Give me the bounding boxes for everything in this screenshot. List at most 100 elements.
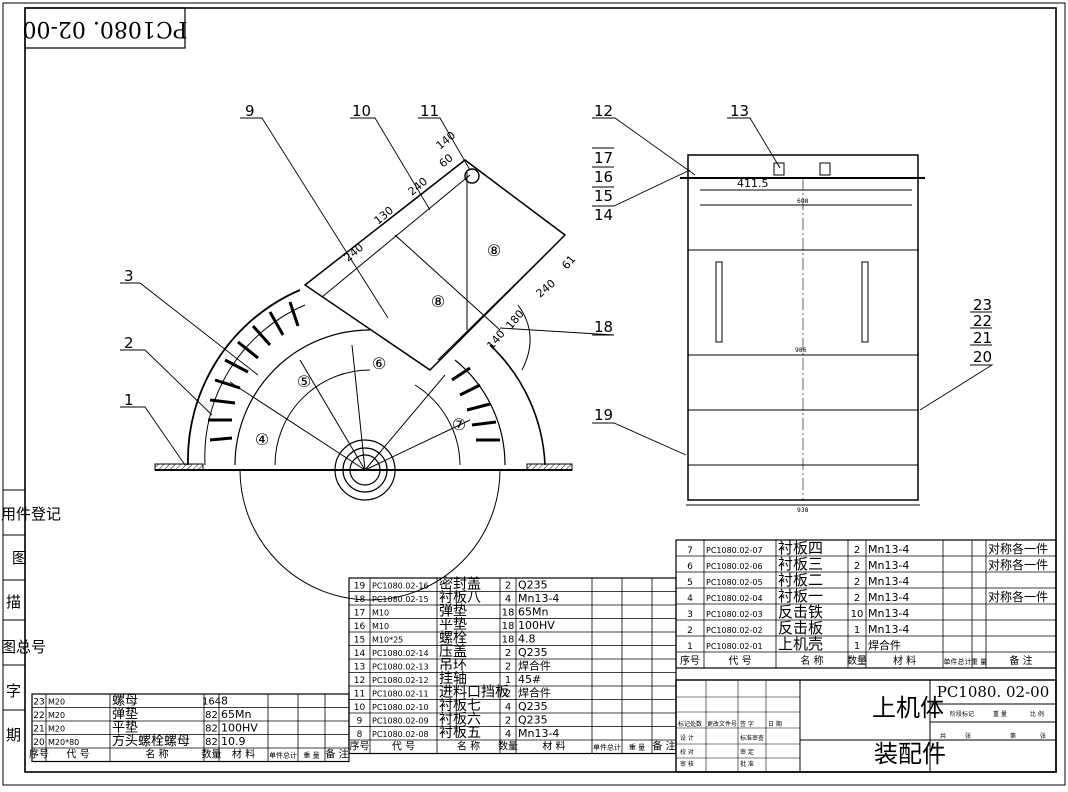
liner-arc	[234, 329, 371, 466]
bom-row-name: 螺母	[112, 694, 138, 709]
sign-sign: 签 字	[740, 720, 754, 728]
bom-row-code: M20	[48, 698, 65, 707]
bom-row-no: 18	[354, 595, 366, 605]
bom-header-cell: 重 量	[303, 752, 319, 760]
bom-row-name: 吊环	[439, 658, 467, 674]
side-label-4: 图总号	[1, 638, 46, 656]
bom-row-no: 10	[354, 703, 366, 713]
bom-row-code: PC1080.02-05	[706, 578, 763, 587]
bom-row-code: PC1080.02-01	[706, 642, 763, 651]
bom-header-cell: 名 称	[145, 748, 168, 761]
role-std: 标准审查	[740, 734, 764, 742]
liner-divisions	[229, 344, 471, 471]
bom-row-qty: 1	[505, 675, 511, 686]
bom-row-name: 方头螺栓螺母	[112, 733, 190, 749]
callout-22: 22	[973, 312, 992, 330]
liner-right-arc	[414, 384, 461, 466]
bom-row-qty: 82	[205, 724, 218, 735]
bom-row-no: 23	[33, 698, 44, 708]
bom-row-name: 平垫	[112, 720, 138, 736]
callout-10: 10	[352, 102, 371, 120]
side-dimensions: 411.5 938 986 608	[737, 177, 809, 514]
bom-row-code: M20*80	[48, 738, 79, 747]
bom-row-material: Mn13-4	[868, 543, 909, 556]
side-label-3: 描	[6, 593, 21, 611]
bom-row-no: 14	[354, 649, 366, 659]
hub-outer	[334, 439, 396, 501]
liner-mark-4: ④	[255, 430, 269, 449]
callout-2: 2	[124, 334, 134, 352]
bom-row-no: 17	[354, 609, 365, 619]
bom-row-code: PC1080.02-06	[706, 562, 763, 571]
callout-19: 19	[594, 406, 613, 424]
bom-row-code: M20	[48, 725, 65, 734]
callout-9: 9	[245, 102, 255, 120]
lifting-eye-2	[819, 162, 831, 176]
dim-61: 61	[559, 253, 578, 272]
title-sheet-unit: 张	[965, 732, 971, 740]
drawing-number-rotated: PC1080. 02-00	[22, 16, 187, 41]
dim-986: 986	[795, 347, 807, 354]
title-scale: 比 例	[1030, 710, 1044, 718]
dim-240b: 240	[342, 241, 366, 264]
bom-row-name: 衬板三	[778, 555, 823, 573]
bom-row-qty: 18	[502, 608, 515, 619]
bom-row-code: PC1080.02-14	[372, 649, 429, 658]
callout-18: 18	[594, 318, 613, 336]
sign-count: 处数	[690, 720, 702, 728]
bom-header-cell: 单件总计	[944, 657, 972, 666]
bom-row-name: 反击板	[778, 619, 823, 637]
dim-4115: 411.5	[737, 177, 769, 190]
bom-header-cell: 数量	[202, 748, 222, 761]
bom-row-name: 弹垫	[112, 706, 138, 722]
bom-row-material: Mn13-4	[868, 575, 909, 588]
dim-608: 608	[797, 198, 809, 205]
callout-16: 16	[594, 168, 613, 186]
bom-row-no: 21	[33, 725, 44, 735]
dim-938: 938	[797, 507, 809, 514]
hub-inner	[349, 454, 381, 486]
side-label-6: 期	[6, 726, 21, 744]
bom-row-code: M20	[48, 711, 65, 720]
bom-row-no: 7	[687, 546, 693, 556]
hub-mid	[342, 447, 388, 493]
bom-row-name: 衬板五	[439, 725, 481, 741]
feed-hopper	[303, 159, 567, 371]
bom-row-material: 4.8	[518, 633, 536, 646]
bom-header-cell: 备 注	[1009, 654, 1032, 667]
bom-row-qty: 82	[205, 710, 218, 721]
title-weight: 重 量	[993, 710, 1007, 718]
bom-row-code: PC1080.02-10	[372, 703, 429, 712]
bom-row-qty: 82	[205, 737, 218, 748]
side-label-5: 字	[6, 682, 21, 700]
callout-13: 13	[730, 102, 749, 120]
bom-header-cell: 重 量	[629, 744, 645, 752]
callout-11: 11	[420, 102, 439, 120]
bom-row-qty: 1	[854, 625, 860, 636]
callout-21: 21	[973, 329, 992, 347]
drawing-number-box	[24, 7, 186, 49]
bom-row-no: 19	[354, 582, 366, 592]
bom-row-material: Q235	[518, 646, 548, 659]
bom-header-cell: 单件总计	[593, 743, 621, 752]
dim-240c: 240	[534, 277, 558, 300]
bom-row-name: 衬板六	[439, 712, 481, 728]
bom-row-qty: 164	[202, 697, 221, 708]
bom-row-name: 衬板二	[778, 571, 823, 589]
bom-row-name: 密封盖	[439, 576, 481, 593]
bom-row-qty: 2	[505, 648, 511, 659]
front-view	[154, 159, 573, 601]
bom-row-name: 衬板四	[778, 539, 823, 557]
callout-23: 23	[973, 296, 992, 314]
role-design: 设 计	[680, 734, 694, 742]
bom-row-qty: 2	[505, 662, 511, 673]
bom-row-note: 对称各一件	[988, 557, 1048, 572]
impact-teeth-right	[451, 366, 500, 442]
liner-mark-8b: ⑧	[431, 292, 445, 311]
bom-row-material: Q235	[518, 579, 548, 592]
bom-row-note: 对称各一件	[988, 541, 1048, 556]
bom-row-name: 衬板八	[439, 590, 481, 606]
